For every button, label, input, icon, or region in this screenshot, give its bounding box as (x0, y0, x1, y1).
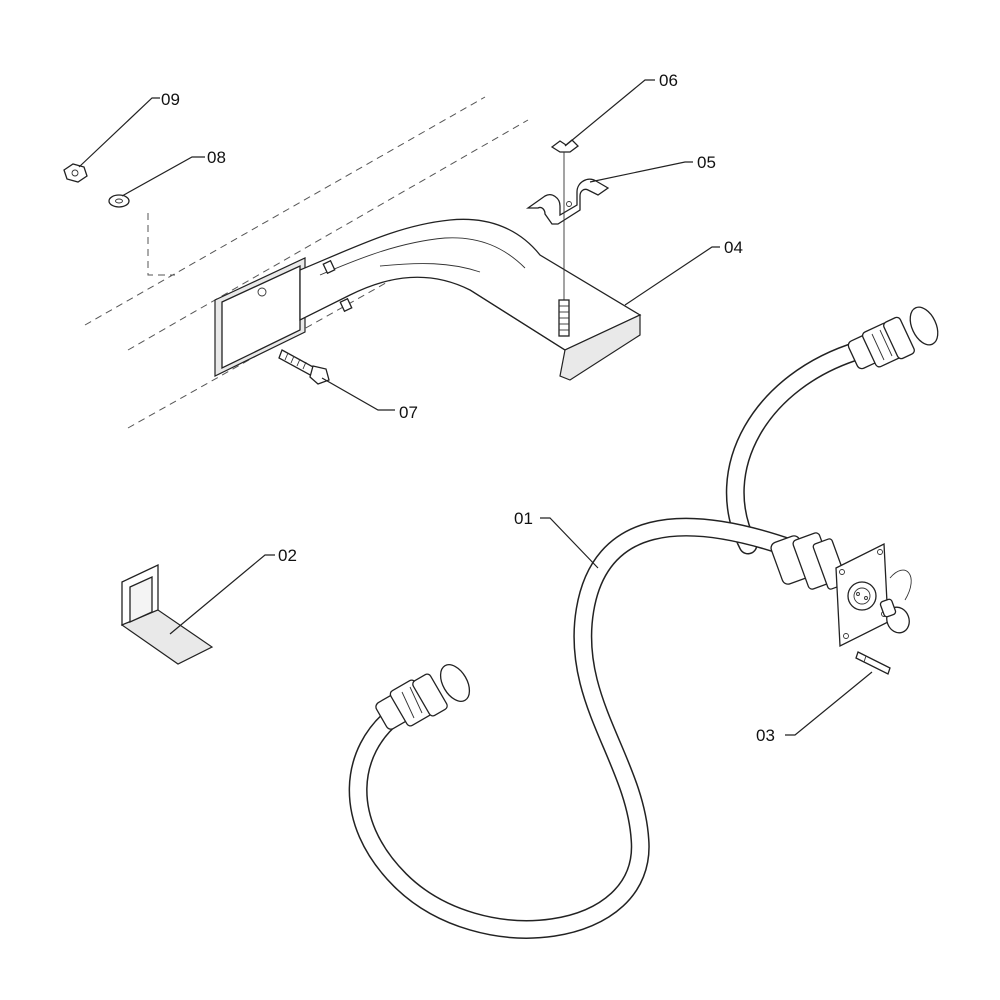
callout-08: 08 (207, 148, 226, 167)
connector-bottom-left (375, 664, 471, 730)
part-05-clamp (525, 178, 610, 225)
callout-01: 01 (514, 509, 533, 528)
callout-labels: 09 08 06 05 04 07 02 01 03 (161, 71, 775, 745)
part-08-washer (108, 194, 130, 208)
part-09-hex-nut (63, 163, 88, 183)
callout-02: 02 (278, 546, 297, 565)
callout-03: 03 (756, 726, 775, 745)
panel-mount-connector (770, 532, 912, 648)
part-02-angle-bracket (120, 563, 214, 665)
part-01-cable (348, 340, 870, 939)
callout-09: 09 (161, 90, 180, 109)
callout-07: 07 (399, 403, 418, 422)
part-07-screw (278, 349, 330, 385)
connector-top-right (847, 306, 939, 370)
callout-05: 05 (697, 153, 716, 172)
part-04-bracket (214, 218, 642, 381)
callout-04: 04 (724, 238, 743, 257)
callout-06: 06 (659, 71, 678, 90)
part-03-pin (855, 651, 891, 675)
leader-lines (78, 79, 873, 736)
